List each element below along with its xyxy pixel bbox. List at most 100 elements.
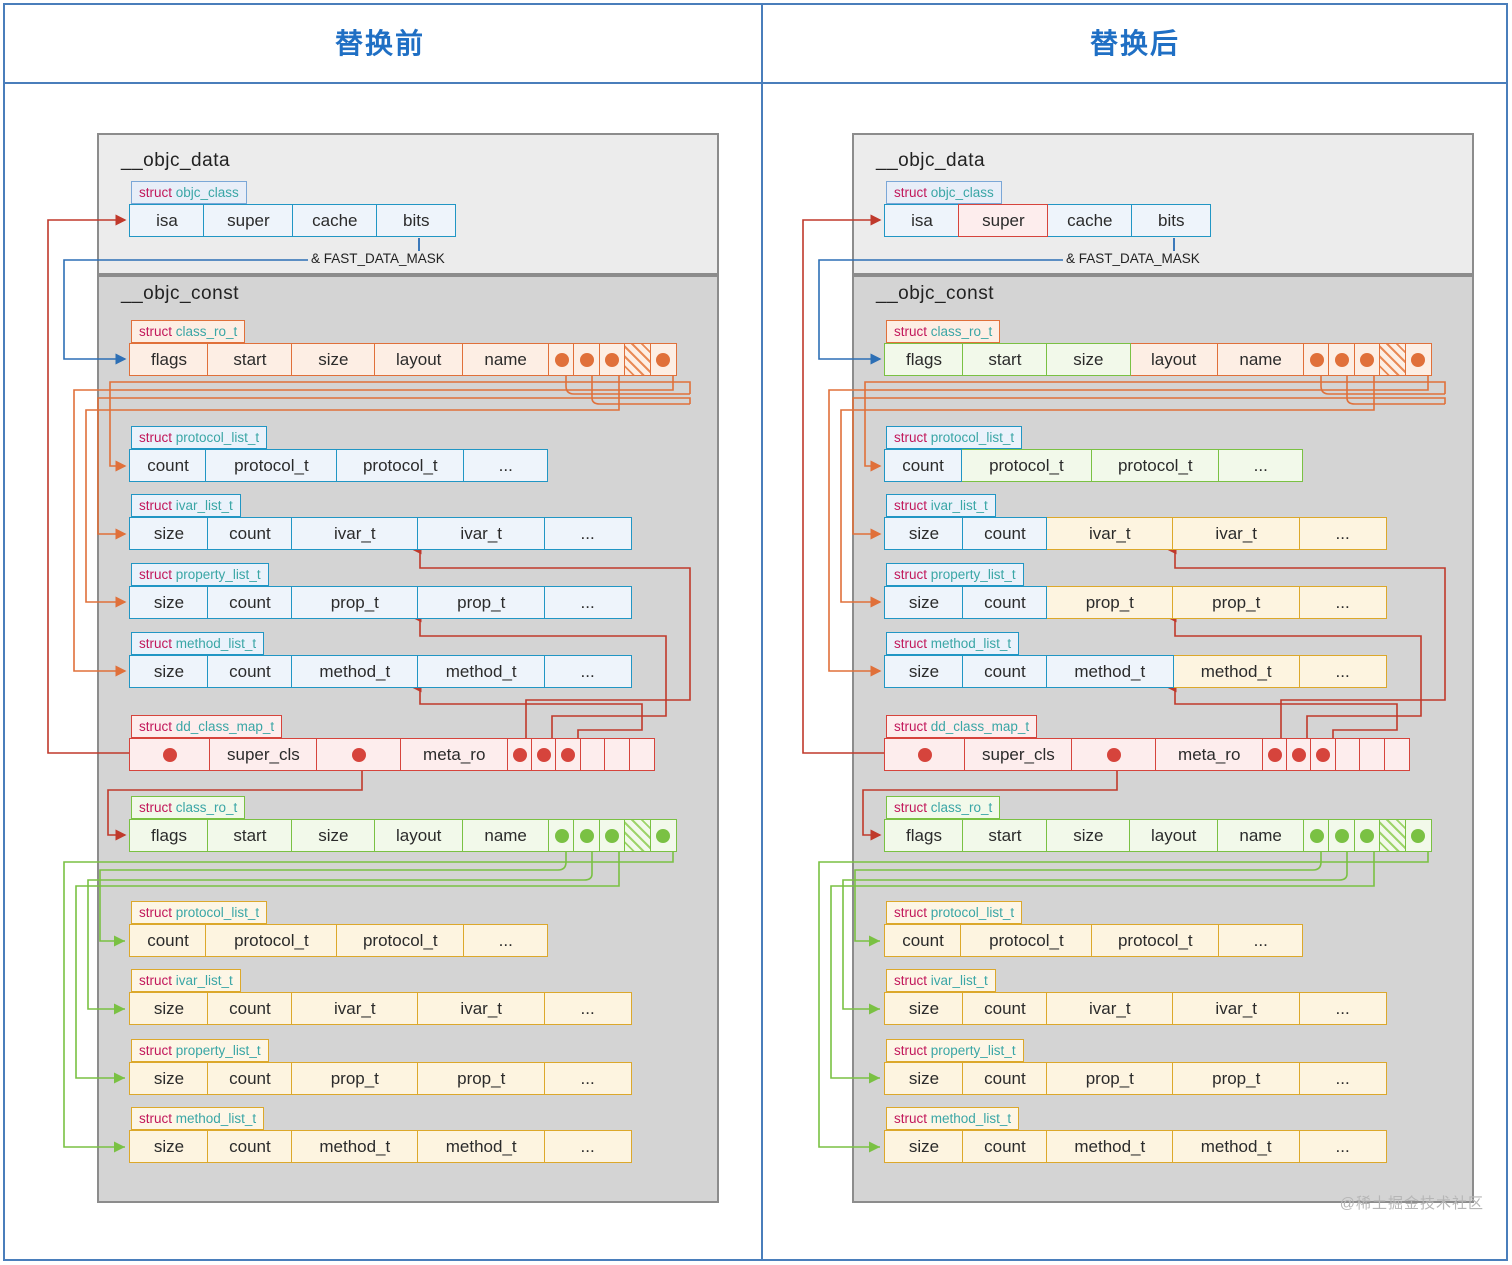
cell-flags-highlighted: flags <box>884 343 964 376</box>
cell-size: size <box>290 819 376 852</box>
cell-size: size <box>884 1062 964 1095</box>
tag-ivar-list-meta-before: struct ivar_list_t <box>131 969 241 992</box>
cell-protocol-t-2: protocol_t <box>335 924 465 957</box>
cell-reserved-1 <box>1334 738 1361 771</box>
cell-protocol-t-2: protocol_t <box>335 449 465 482</box>
cell-reserved-2 <box>604 738 631 771</box>
cell-isa: isa <box>884 204 960 237</box>
header-separator <box>3 82 1508 84</box>
cell-size: size <box>129 1062 209 1095</box>
cell-ptr-protocols <box>1303 819 1331 852</box>
tag-ivar-list-before: struct ivar_list_t <box>131 494 241 517</box>
cell-size: size <box>129 517 209 550</box>
row-class-ro-t-meta-after: flags start size layout name <box>884 819 1432 852</box>
cell-count: count <box>962 655 1048 688</box>
cell-ivar-t-1-highlighted: ivar_t <box>1045 517 1174 550</box>
tag-protocol-list-before: struct protocol_list_t <box>131 426 268 449</box>
cell-size: size <box>884 655 964 688</box>
tag-class-ro-t-after: struct class_ro_t <box>886 320 1001 343</box>
cell-ptr-meta-props <box>1286 738 1313 771</box>
cell-ellipsis: ... <box>1298 992 1387 1025</box>
cell-layout: layout <box>374 343 464 376</box>
cell-ivar-t-1: ivar_t <box>1045 992 1174 1025</box>
cell-reserved-2 <box>1359 738 1386 771</box>
cell-count: count <box>207 992 293 1025</box>
cell-ptr-meta-ivars <box>506 738 533 771</box>
tag-protocol-list-meta-after: struct protocol_list_t <box>886 901 1023 924</box>
cell-flags: flags <box>884 819 964 852</box>
cell-prop-t-2: prop_t <box>417 586 546 619</box>
cell-bits: bits <box>1131 204 1212 237</box>
cell-cache: cache <box>1046 204 1133 237</box>
cell-ellipsis: ... <box>1218 924 1304 957</box>
row-property-list-before: size count prop_t prop_t ... <box>129 586 632 619</box>
cell-method-t-1: method_t <box>290 1130 419 1163</box>
tag-property-list-after: struct property_list_t <box>886 563 1024 586</box>
cell-cache: cache <box>291 204 378 237</box>
cell-ptr-meta-props <box>531 738 558 771</box>
tag-objc-class-after: struct objc_class <box>886 181 1002 204</box>
tag-ivar-list-after: struct ivar_list_t <box>886 494 996 517</box>
cell-isa: isa <box>129 204 205 237</box>
panel-title-before: 替换前 <box>334 28 425 59</box>
fast-data-mask-label-after: & FAST_DATA_MASK <box>1063 251 1203 266</box>
row-method-list-before: size count method_t method_t ... <box>129 655 632 688</box>
cell-method-t-1: method_t <box>1045 1130 1174 1163</box>
cell-ellipsis: ... <box>543 992 632 1025</box>
cell-count: count <box>962 586 1048 619</box>
cell-ptr-meta-ivars <box>1261 738 1288 771</box>
tag-objc-class-before: struct objc_class <box>131 181 247 204</box>
column-separator <box>761 3 763 1261</box>
row-property-list-meta-before: size count prop_t prop_t ... <box>129 1062 632 1095</box>
cell-super: super <box>203 204 294 237</box>
cell-ellipsis: ... <box>463 924 549 957</box>
cell-ellipsis: ... <box>543 1130 632 1163</box>
cell-count: count <box>207 517 293 550</box>
row-method-list-after: size count method_t method_t ... <box>884 655 1387 688</box>
cell-ptr-protocols <box>548 343 576 376</box>
cell-ptr-methods <box>1404 819 1432 852</box>
cell-protocol-t-1: protocol_t <box>205 449 338 482</box>
tag-dd-class-map-after: struct dd_class_map_t <box>886 715 1038 738</box>
cell-ptr-methods <box>649 819 677 852</box>
cell-ptr-protocols <box>548 819 576 852</box>
cell-ptr-meta-methods <box>1310 738 1337 771</box>
cell-ptr-ivars <box>573 819 601 852</box>
row-ivar-list-meta-before: size count ivar_t ivar_t ... <box>129 992 632 1025</box>
row-objc-class-before: isa super cache bits <box>129 204 457 237</box>
cell-ellipsis: ... <box>1298 1130 1387 1163</box>
row-protocol-list-after: count protocol_t protocol_t ... <box>884 449 1304 482</box>
cell-ptr-cls <box>129 738 211 771</box>
row-protocol-list-meta-after: count protocol_t protocol_t ... <box>884 924 1304 957</box>
cell-size: size <box>884 992 964 1025</box>
cell-count: count <box>884 449 962 482</box>
row-dd-class-map-before: super_cls meta_ro <box>129 738 655 771</box>
tag-class-ro-t-meta-before: struct class_ro_t <box>131 796 246 819</box>
cell-meta-ro: meta_ro <box>1155 738 1264 771</box>
cell-ptr-ivars <box>1328 343 1356 376</box>
cell-ellipsis: ... <box>1298 1062 1387 1095</box>
cell-reserved-hatch <box>1379 819 1407 852</box>
cell-size: size <box>884 517 964 550</box>
objc-data-label-before: __objc_data <box>121 150 231 171</box>
row-ivar-list-meta-after: size count ivar_t ivar_t ... <box>884 992 1387 1025</box>
cell-prop-t-2-highlighted: prop_t <box>1172 586 1301 619</box>
cell-reserved-hatch <box>624 819 652 852</box>
cell-prop-t-1: prop_t <box>290 1062 419 1095</box>
watermark: @稀土掘金技术社区 <box>1339 1195 1484 1212</box>
cell-protocol-t-2-highlighted: protocol_t <box>1090 449 1220 482</box>
cell-size: size <box>129 586 209 619</box>
tag-property-list-before: struct property_list_t <box>131 563 269 586</box>
tag-method-list-meta-after: struct method_list_t <box>886 1107 1020 1130</box>
cell-count: count <box>884 924 962 957</box>
cell-reserved-3 <box>1383 738 1410 771</box>
cell-count: count <box>207 1130 293 1163</box>
cell-method-t-1: method_t <box>290 655 419 688</box>
cell-flags: flags <box>129 343 209 376</box>
cell-protocol-t-2: protocol_t <box>1090 924 1220 957</box>
cell-layout: layout <box>1129 819 1219 852</box>
row-ivar-list-after: size count ivar_t ivar_t ... <box>884 517 1387 550</box>
cell-ptr-ro <box>1070 738 1157 771</box>
cell-start-highlighted: start <box>962 343 1048 376</box>
cell-ivar-t-1: ivar_t <box>290 517 419 550</box>
